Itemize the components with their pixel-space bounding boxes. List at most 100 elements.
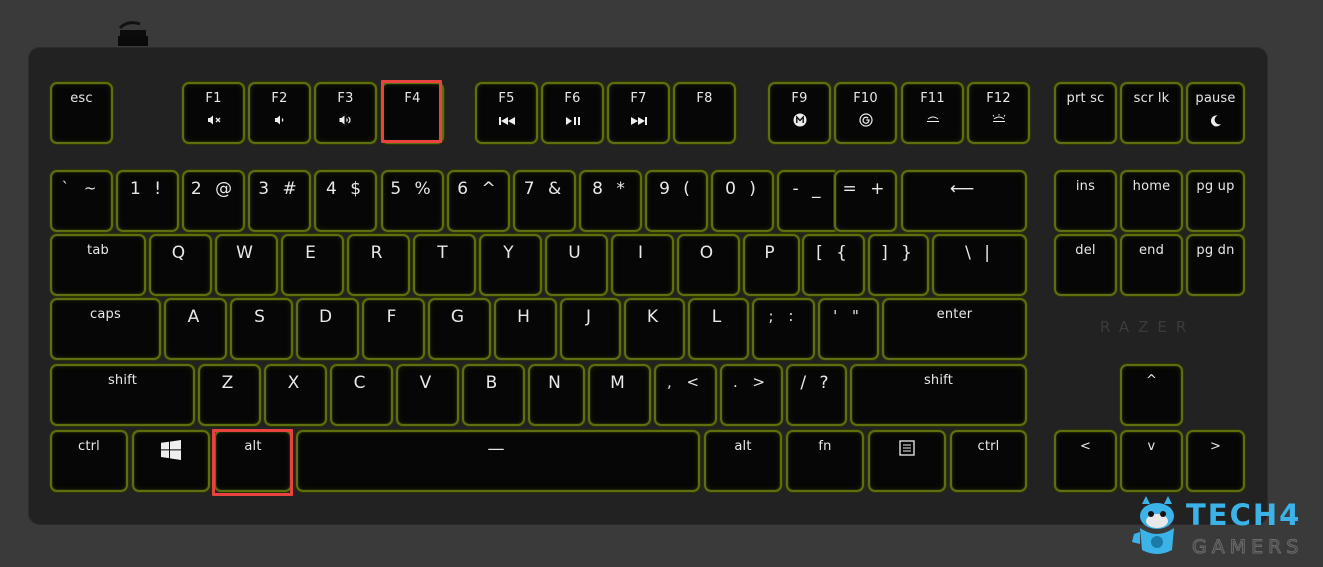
key-slash[interactable]: / ? bbox=[786, 364, 847, 426]
key-caps-lock[interactable]: caps bbox=[50, 298, 161, 360]
key-f4[interactable]: F4 bbox=[381, 82, 444, 144]
key-label: Q bbox=[171, 243, 190, 263]
key-label: F5 bbox=[498, 91, 515, 106]
key-3[interactable]: 3 # bbox=[248, 170, 311, 232]
key-g[interactable]: G bbox=[428, 298, 491, 360]
key-1[interactable]: 1 ! bbox=[116, 170, 179, 232]
key-left-shift[interactable]: shift bbox=[50, 364, 195, 426]
key-r[interactable]: R bbox=[347, 234, 410, 296]
key-label: / ? bbox=[800, 373, 833, 393]
key-f3[interactable]: F3 bbox=[314, 82, 377, 144]
key-b[interactable]: B bbox=[462, 364, 525, 426]
key-label: J bbox=[585, 307, 595, 327]
key-f7[interactable]: F7 bbox=[607, 82, 670, 144]
key-k[interactable]: K bbox=[624, 298, 685, 360]
key-esc[interactable]: esc bbox=[50, 82, 113, 144]
key-d[interactable]: D bbox=[296, 298, 359, 360]
key-right-ctrl[interactable]: ctrl bbox=[950, 430, 1027, 492]
key-i[interactable]: I bbox=[611, 234, 674, 296]
key-home[interactable]: home bbox=[1120, 170, 1183, 232]
key-f9[interactable]: F9 bbox=[768, 82, 831, 144]
key-f11[interactable]: F11 bbox=[901, 82, 964, 144]
key-minus[interactable]: - _ bbox=[777, 170, 840, 232]
key-q[interactable]: Q bbox=[149, 234, 212, 296]
key-j[interactable]: J bbox=[560, 298, 621, 360]
key-tab[interactable]: tab bbox=[50, 234, 146, 296]
key-semicolon[interactable]: ; : bbox=[752, 298, 815, 360]
key-arrow-right[interactable]: > bbox=[1186, 430, 1245, 492]
key-label: ^ bbox=[1145, 373, 1158, 388]
key-7[interactable]: 7 & bbox=[513, 170, 576, 232]
key-fn[interactable]: fn bbox=[786, 430, 864, 492]
key-x[interactable]: X bbox=[264, 364, 327, 426]
key-label: v bbox=[1147, 439, 1156, 454]
key-print-screen[interactable]: prt sc bbox=[1054, 82, 1117, 144]
key-arrow-up[interactable]: ^ bbox=[1120, 364, 1183, 426]
key-scroll-lock[interactable]: scr lk bbox=[1120, 82, 1183, 144]
key-f6[interactable]: F6 bbox=[541, 82, 604, 144]
key-comma[interactable]: , < bbox=[654, 364, 717, 426]
key-e[interactable]: E bbox=[281, 234, 344, 296]
key-menu[interactable] bbox=[868, 430, 946, 492]
key-8[interactable]: 8 * bbox=[579, 170, 642, 232]
key-s[interactable]: S bbox=[230, 298, 293, 360]
key-equals[interactable]: = + bbox=[834, 170, 897, 232]
tech4gamers-logo-icon bbox=[1132, 496, 1174, 554]
key-f1[interactable]: F1 bbox=[182, 82, 245, 144]
key-m[interactable]: M bbox=[588, 364, 651, 426]
key-space[interactable]: — bbox=[296, 430, 700, 492]
key-label: 7 & bbox=[523, 179, 566, 199]
key-9[interactable]: 9 ( bbox=[645, 170, 708, 232]
key-a[interactable]: A bbox=[164, 298, 227, 360]
key-left-alt[interactable]: alt bbox=[214, 430, 292, 492]
key-4[interactable]: 4 $ bbox=[314, 170, 377, 232]
key-u[interactable]: U bbox=[545, 234, 608, 296]
key-y[interactable]: Y bbox=[479, 234, 542, 296]
key-z[interactable]: Z bbox=[198, 364, 261, 426]
key-l[interactable]: L bbox=[688, 298, 749, 360]
key-period[interactable]: . > bbox=[720, 364, 783, 426]
key-v[interactable]: V bbox=[396, 364, 459, 426]
key-backslash[interactable]: \ | bbox=[932, 234, 1027, 296]
key-pause[interactable]: pause bbox=[1186, 82, 1245, 144]
key-h[interactable]: H bbox=[494, 298, 557, 360]
key-label: L bbox=[711, 307, 726, 327]
key-c[interactable]: C bbox=[330, 364, 393, 426]
key-arrow-left[interactable]: < bbox=[1054, 430, 1117, 492]
key-label: alt bbox=[244, 439, 262, 454]
key-insert[interactable]: ins bbox=[1054, 170, 1117, 232]
key-left-ctrl[interactable]: ctrl bbox=[50, 430, 128, 492]
key-0[interactable]: 0 ) bbox=[711, 170, 774, 232]
key-f5[interactable]: F5 bbox=[475, 82, 538, 144]
key-label: V bbox=[419, 373, 436, 393]
key-w[interactable]: W bbox=[215, 234, 278, 296]
key-right-shift[interactable]: shift bbox=[850, 364, 1027, 426]
key-p[interactable]: P bbox=[743, 234, 800, 296]
key-f10[interactable]: F10 bbox=[834, 82, 897, 144]
key-t[interactable]: T bbox=[413, 234, 476, 296]
key-6[interactable]: 6 ^ bbox=[447, 170, 510, 232]
key-backtick[interactable]: ` ~ bbox=[50, 170, 113, 232]
key-right-bracket[interactable]: ] } bbox=[868, 234, 929, 296]
key-page-down[interactable]: pg dn bbox=[1186, 234, 1245, 296]
key-f12[interactable]: F12 bbox=[967, 82, 1030, 144]
key-2[interactable]: 2 @ bbox=[182, 170, 245, 232]
key-enter[interactable]: enter bbox=[882, 298, 1027, 360]
key-o[interactable]: O bbox=[677, 234, 740, 296]
key-f[interactable]: F bbox=[362, 298, 425, 360]
key-left-bracket[interactable]: [ { bbox=[802, 234, 865, 296]
key-end[interactable]: end bbox=[1120, 234, 1183, 296]
key-f2[interactable]: F2 bbox=[248, 82, 311, 144]
key-5[interactable]: 5 % bbox=[381, 170, 444, 232]
key-page-up[interactable]: pg up bbox=[1186, 170, 1245, 232]
key-f8[interactable]: F8 bbox=[673, 82, 736, 144]
play-pause-icon bbox=[565, 117, 580, 125]
key-right-alt[interactable]: alt bbox=[704, 430, 782, 492]
key-arrow-down[interactable]: v bbox=[1120, 430, 1183, 492]
key-n[interactable]: N bbox=[528, 364, 585, 426]
key-label: shift bbox=[107, 373, 138, 388]
key-delete[interactable]: del bbox=[1054, 234, 1117, 296]
key-windows[interactable] bbox=[132, 430, 210, 492]
key-backspace[interactable]: ⟵ bbox=[901, 170, 1027, 232]
key-quote[interactable]: ' " bbox=[818, 298, 879, 360]
